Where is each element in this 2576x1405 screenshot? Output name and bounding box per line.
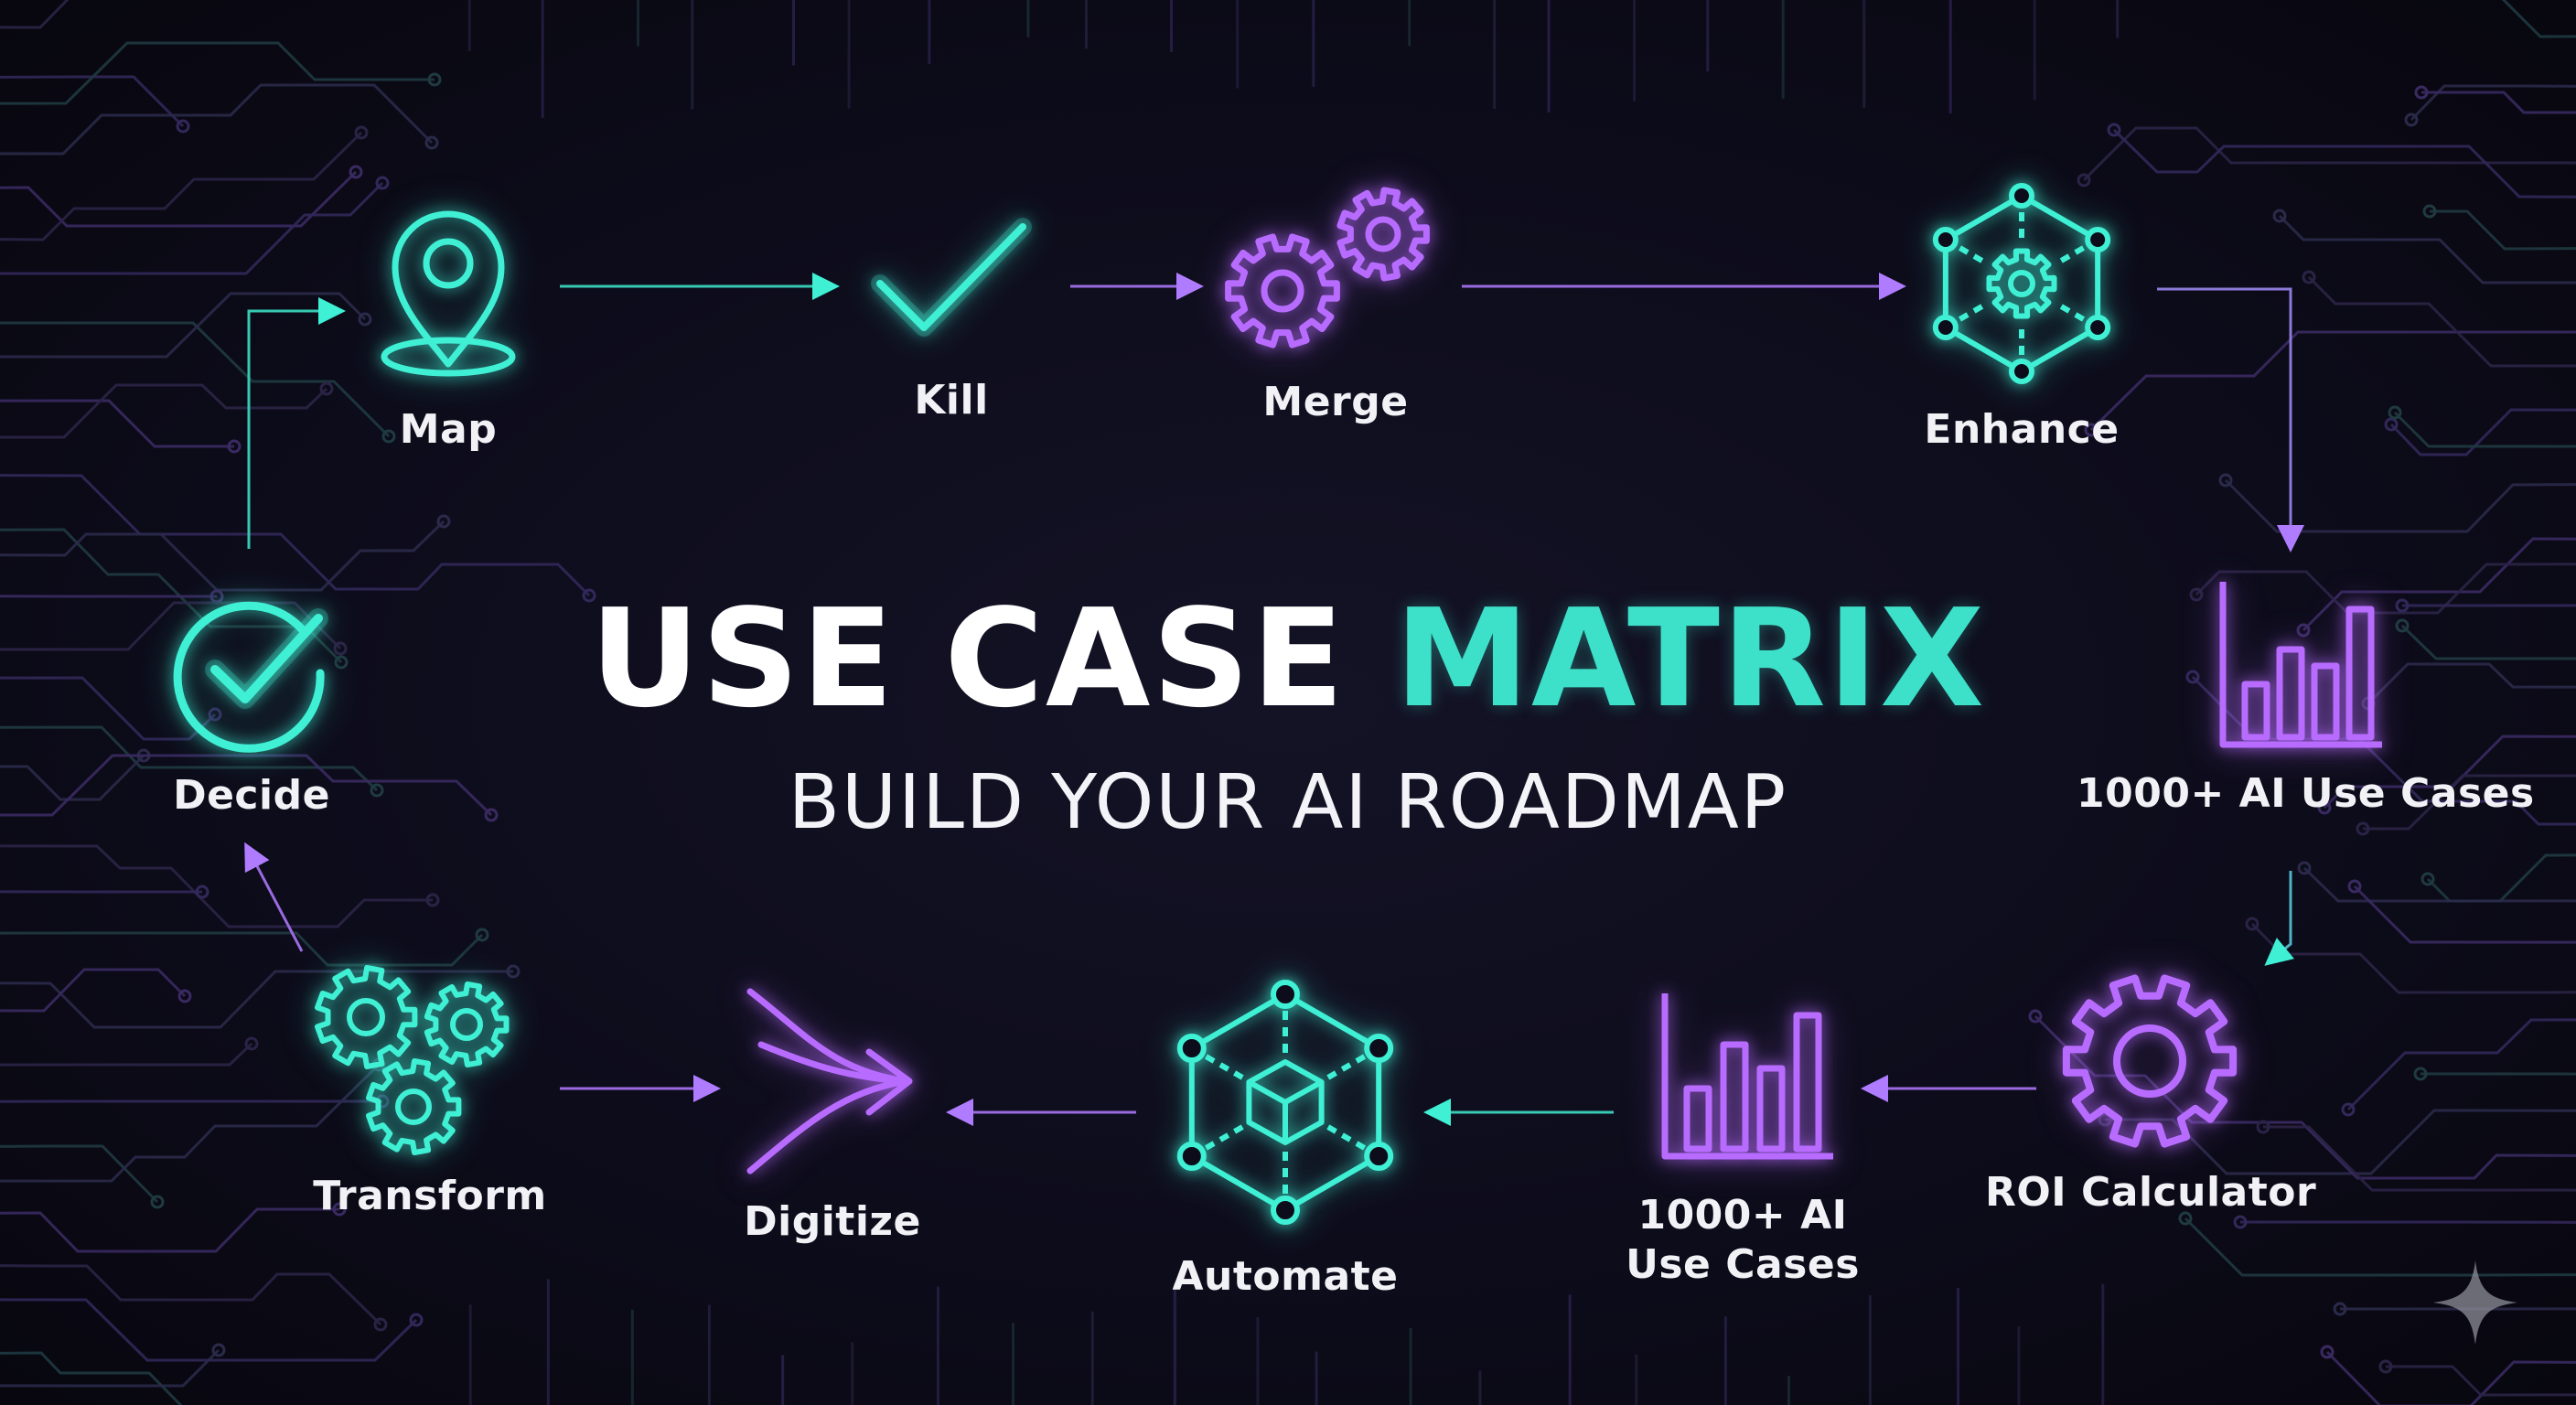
- check-circle-icon: [173, 601, 328, 753]
- gear-icon: [2062, 974, 2238, 1148]
- node-usecases-bottom-label: 1000+ AI Use Cases: [1626, 1192, 1860, 1288]
- node-usecases-top-label: 1000+ AI Use Cases: [2077, 770, 2535, 817]
- node-digitize-label: Digitize: [744, 1198, 921, 1245]
- node-usecases-bottom: 1000+ AI Use Cases: [1592, 988, 1894, 1290]
- gears-icon: [1225, 187, 1430, 349]
- node-merge: Merge: [1217, 183, 1454, 439]
- merge-arrows-icon: [746, 988, 913, 1174]
- map-pin-icon: [381, 210, 516, 377]
- node-kill-label: Kill: [914, 377, 989, 424]
- node-usecases-top: 1000+ AI Use Cases: [2077, 576, 2535, 832]
- arrow-usecases-to-roi: [2264, 871, 2295, 966]
- node-automate: Automate: [1153, 979, 1418, 1308]
- bar-chart-icon: [1661, 993, 1833, 1160]
- title-part-2: MATRIX: [1394, 580, 1987, 737]
- node-roi-calculator-label: ROI Calculator: [1985, 1169, 2317, 1216]
- subtitle: BUILD YOUR AI ROADMAP: [788, 759, 1788, 846]
- node-roi-calculator: ROI Calculator: [1985, 970, 2317, 1235]
- node-decide: Decide: [146, 585, 357, 832]
- node-transform-label: Transform: [313, 1173, 547, 1219]
- sparkle-icon: [2433, 1260, 2517, 1345]
- network-cube-icon: [1176, 980, 1394, 1225]
- node-enhance-label: Enhance: [1924, 406, 2120, 453]
- node-map: Map: [348, 192, 549, 467]
- checkmark-icon: [871, 218, 1032, 337]
- bar-chart-icon: [2219, 582, 2382, 748]
- node-digitize: Digitize: [723, 979, 942, 1271]
- title-part-1: USE CASE: [589, 580, 1347, 737]
- arrow-decide-to-map: [247, 297, 346, 549]
- node-merge-label: Merge: [1262, 379, 1409, 425]
- arrow-transform-to-decide: [244, 842, 304, 952]
- main-title: USE CASE MATRIX: [0, 585, 2576, 732]
- node-automate-label: Automate: [1172, 1253, 1399, 1300]
- node-map-label: Map: [399, 406, 498, 453]
- arrow-enhance-to-usecases: [2157, 287, 2304, 552]
- node-transform: Transform: [302, 960, 558, 1235]
- three-gears-icon: [315, 965, 510, 1155]
- network-hexagon-gear-icon: [1932, 183, 2111, 384]
- node-decide-label: Decide: [173, 772, 330, 819]
- node-enhance: Enhance: [1912, 174, 2131, 467]
- node-kill: Kill: [860, 210, 1043, 430]
